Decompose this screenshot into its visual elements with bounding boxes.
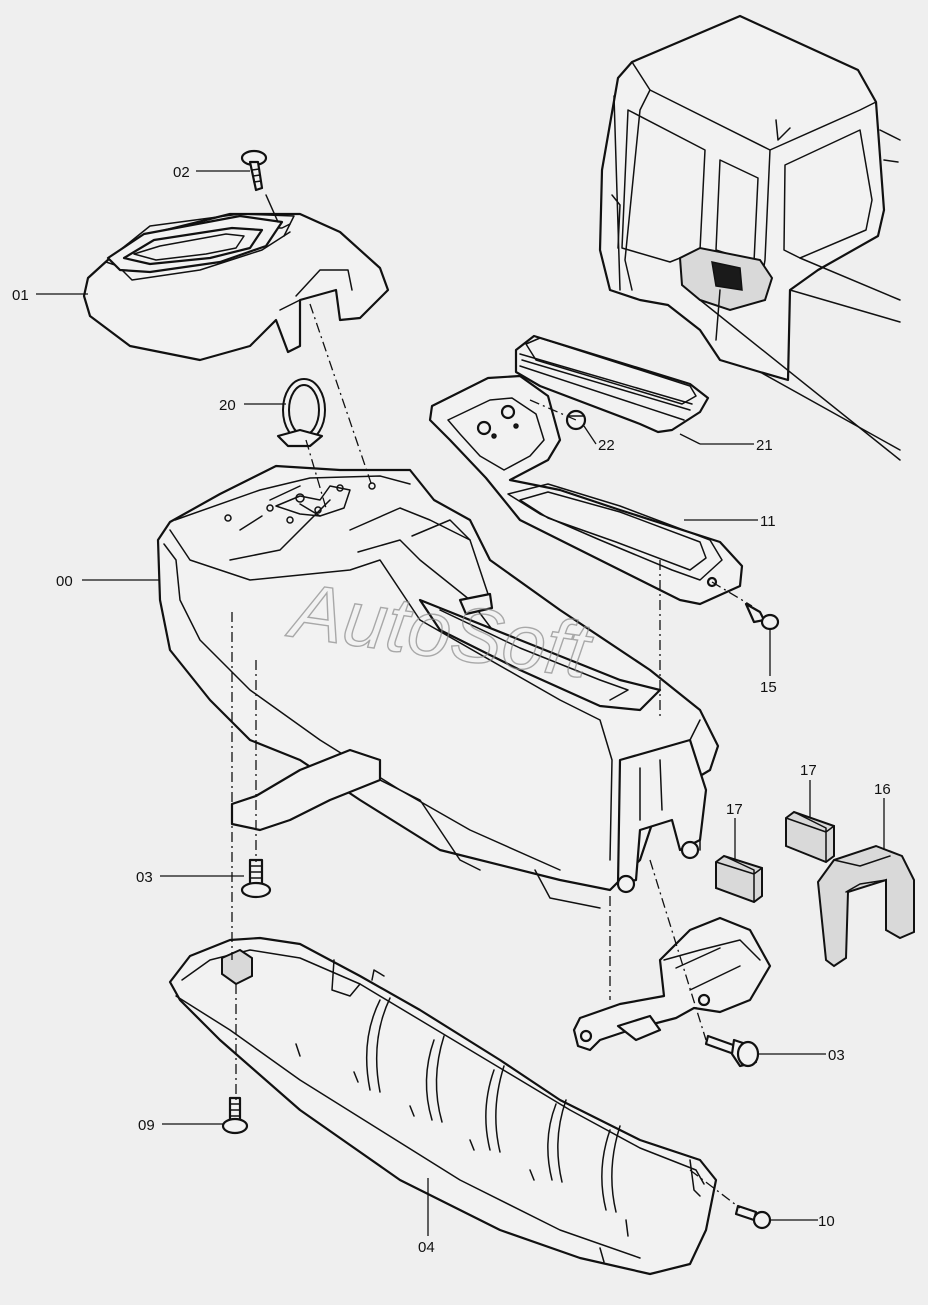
leader-lines xyxy=(36,170,885,1236)
mount-bracket xyxy=(572,916,772,1052)
part-16-cushion xyxy=(816,844,915,968)
part-02-bolt xyxy=(240,149,279,223)
part-11-armrest xyxy=(428,374,744,606)
part-09-bolt xyxy=(221,1096,249,1135)
part-15-bolt xyxy=(744,602,780,631)
label-01: 01 xyxy=(12,287,29,304)
part-17-pads xyxy=(715,810,835,904)
part-04-tray xyxy=(168,936,718,1276)
part-03-left-bolt xyxy=(240,858,272,899)
label-20: 20 xyxy=(219,397,236,414)
part-10-bolt xyxy=(734,1204,772,1230)
assembly-lines xyxy=(231,303,753,1209)
label-10: 10 xyxy=(818,1213,835,1230)
label-03-left: 03 xyxy=(136,869,153,886)
part-22-knob xyxy=(565,409,587,431)
label-00: 00 xyxy=(56,573,73,590)
part-20-clamp xyxy=(276,378,326,448)
label-15: 15 xyxy=(760,679,777,696)
label-16: 16 xyxy=(874,781,891,798)
label-17-left: 17 xyxy=(726,801,743,818)
part-01-cover xyxy=(82,212,390,362)
label-02: 02 xyxy=(173,164,190,181)
label-04: 04 xyxy=(418,1239,435,1256)
label-21: 21 xyxy=(756,437,773,454)
part-03-right-bolt xyxy=(704,1034,760,1068)
part-21-pad xyxy=(514,334,710,434)
label-03-right: 03 xyxy=(828,1047,845,1064)
part-labels: 02 01 20 00 03 09 04 10 03 11 21 22 15 1… xyxy=(12,164,891,1256)
label-09: 09 xyxy=(138,1117,155,1134)
part-00-console xyxy=(156,464,720,909)
cab-inset xyxy=(598,14,901,461)
label-17-right: 17 xyxy=(800,762,817,779)
label-11: 11 xyxy=(760,513,776,530)
label-22: 22 xyxy=(598,437,615,454)
